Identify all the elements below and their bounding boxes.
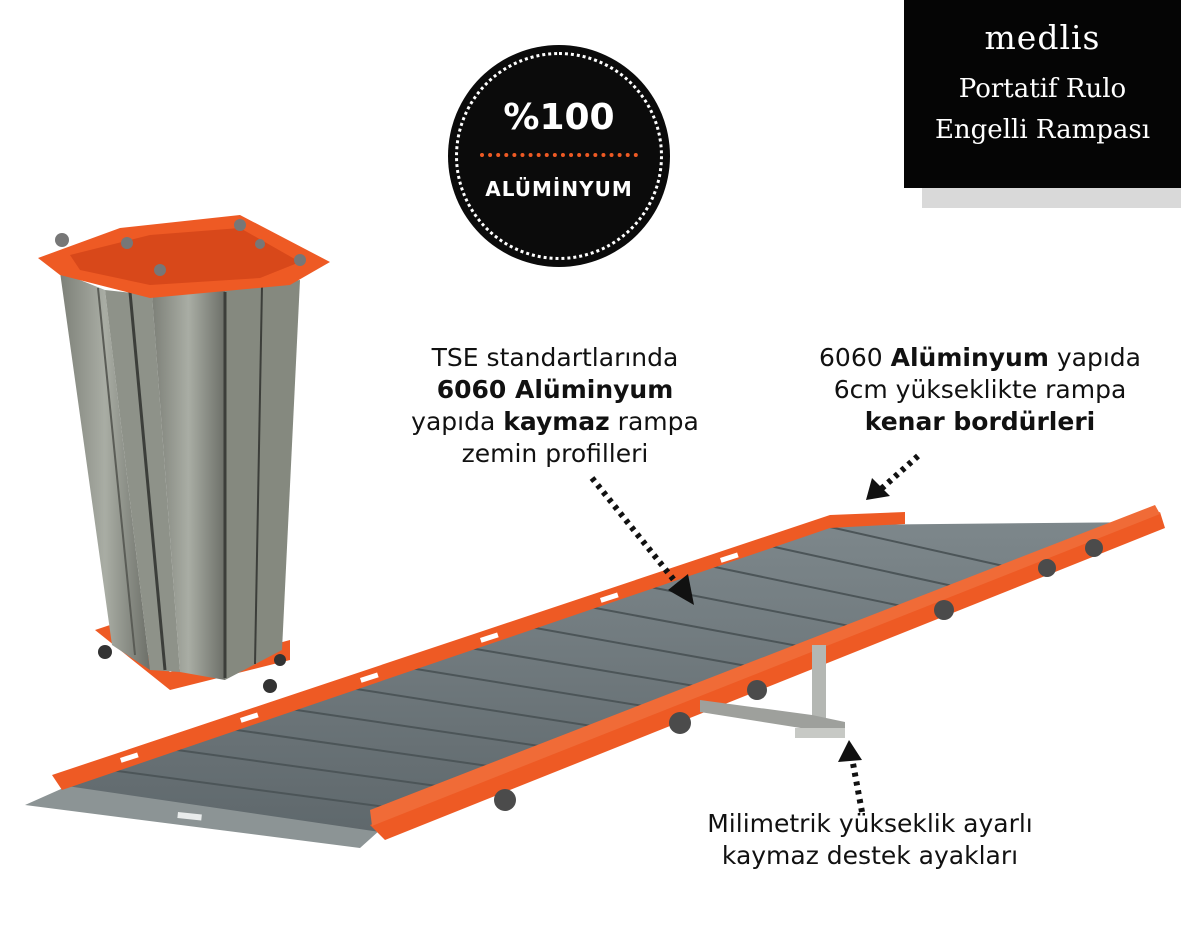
callout-feet: Milimetrik yükseklik ayarlı kaymaz deste… xyxy=(650,808,1090,872)
callout-feet-line2: kaymaz destek ayakları xyxy=(721,841,1019,870)
callout-borders-line1-pre: 6060 xyxy=(819,343,891,372)
callout-profiles-line2: 6060 Alüminyum xyxy=(436,375,674,404)
callout-borders: 6060 Alüminyum yapıda 6cm yükseklikte ra… xyxy=(790,342,1170,438)
badge-separator xyxy=(480,153,638,157)
brand-name: medlis xyxy=(984,18,1101,57)
product-title-line1: Portatif Rulo xyxy=(958,74,1127,104)
feet-arrow xyxy=(849,757,865,813)
feet-arrowhead-icon xyxy=(838,740,862,762)
callout-feet-line1: Milimetrik yükseklik ayarlı xyxy=(707,809,1033,838)
profiles-arrowhead-icon xyxy=(668,574,694,605)
aluminium-badge: %100 ALÜMİNYUM xyxy=(448,45,670,267)
callout-profiles-line3-bold: kaymaz xyxy=(503,407,610,436)
profiles-arrow xyxy=(589,476,685,592)
brand-box: medlis Portatif Rulo Engelli Rampası xyxy=(904,0,1181,188)
product-title-line2: Engelli Rampası xyxy=(934,115,1151,145)
callout-borders-line1-bold: Alüminyum xyxy=(890,343,1049,372)
callout-profiles-line3-post: rampa xyxy=(609,407,699,436)
badge-dotted-ring xyxy=(455,52,663,260)
callout-borders-line1-post: yapıda xyxy=(1048,343,1141,372)
callout-borders-line3: kenar bordürleri xyxy=(864,407,1096,436)
callout-profiles: TSE standartlarında 6060 Alüminyum yapıd… xyxy=(385,342,725,470)
badge-material: ALÜMİNYUM xyxy=(485,177,633,201)
callout-profiles-line1: TSE standartlarında xyxy=(431,343,679,372)
badge-percent: %100 xyxy=(503,97,615,138)
callout-profiles-line3-pre: yapıda xyxy=(411,407,504,436)
callout-profiles-line4: zemin profilleri xyxy=(461,439,649,468)
borders-arrow xyxy=(877,453,921,493)
borders-arrowhead-icon xyxy=(866,478,890,500)
callout-borders-line2: 6cm yükseklikte rampa xyxy=(833,375,1127,404)
